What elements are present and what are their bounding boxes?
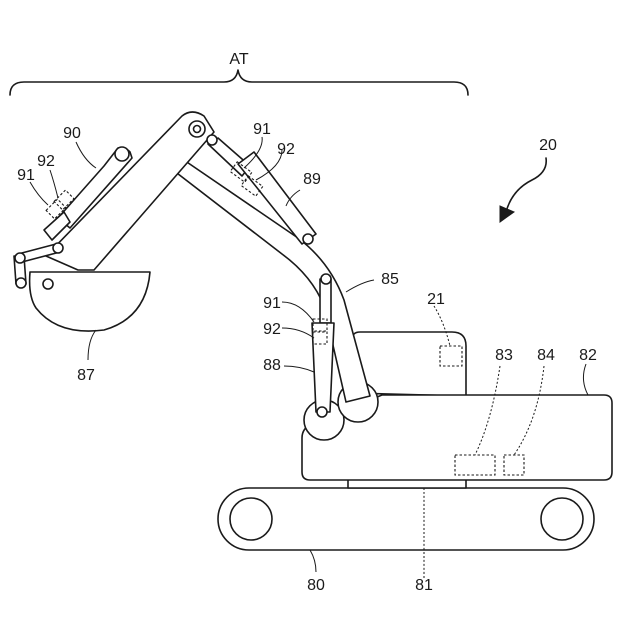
at-brace [10, 70, 468, 95]
label-91-bucket: 91 [17, 167, 35, 184]
label-91-arm: 91 [253, 121, 271, 138]
label-92-bucket: 92 [37, 153, 55, 170]
label-84: 84 [537, 347, 555, 364]
crawler-track [218, 488, 594, 550]
label-82: 82 [579, 347, 597, 364]
label-89: 89 [303, 171, 321, 188]
label-85: 85 [381, 271, 399, 288]
label-83: 83 [495, 347, 513, 364]
label-at: AT [229, 51, 248, 68]
label-20: 20 [539, 137, 557, 154]
bucket [30, 272, 150, 331]
label-92-boom: 92 [263, 321, 281, 338]
label-21: 21 [427, 291, 445, 308]
arrow-20 [500, 158, 546, 222]
label-81: 81 [415, 577, 433, 594]
label-91-boom: 91 [263, 295, 281, 312]
label-87: 87 [77, 367, 95, 384]
label-88: 88 [263, 357, 281, 374]
label-92-arm: 92 [277, 141, 295, 158]
label-90: 90 [63, 125, 81, 142]
boom-cylinder [312, 274, 334, 417]
label-80: 80 [307, 577, 325, 594]
